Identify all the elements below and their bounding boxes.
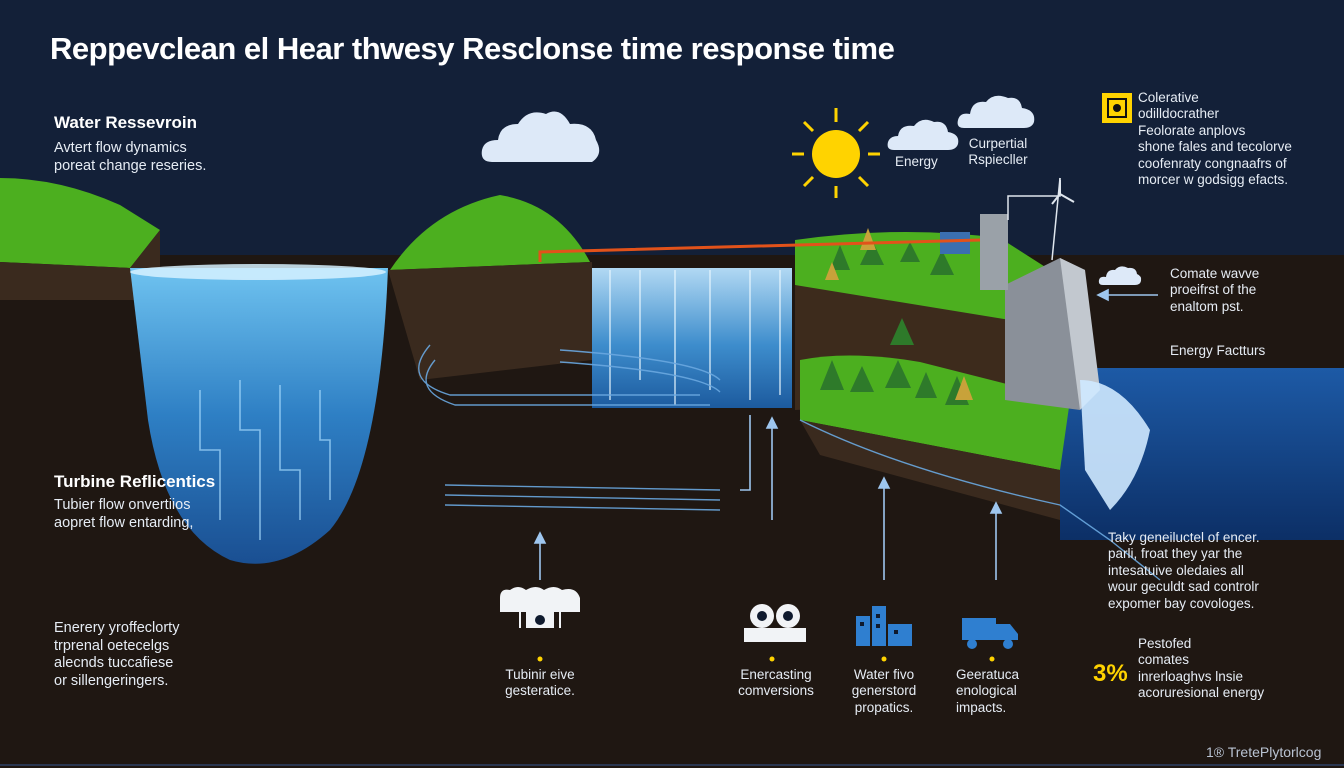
flow-arrows bbox=[533, 288, 1158, 580]
cloud-icon bbox=[481, 111, 600, 162]
cloud-icon bbox=[887, 119, 959, 150]
watermark: 1® TretePlytorlcog bbox=[1206, 744, 1322, 760]
reservoir-water bbox=[130, 268, 388, 564]
badge-icon bbox=[1102, 93, 1132, 123]
waterfall bbox=[592, 268, 792, 408]
percent-text: Pestofed comates inrerloaghvs lnsie acor… bbox=[1138, 636, 1265, 701]
control-house bbox=[940, 232, 970, 254]
lower-terrace-soil bbox=[800, 420, 1060, 520]
right-note: Taky geneiluctel of encer. parli, froat … bbox=[1108, 530, 1260, 611]
label-geerature: Geeratuca enological impacts. bbox=[956, 667, 1020, 715]
cloud-icon bbox=[957, 95, 1035, 128]
left-hill bbox=[0, 178, 160, 268]
turbine-heading: Turbine Reflicentics bbox=[54, 472, 216, 491]
percent-value: 3% bbox=[1093, 660, 1128, 687]
flow-lines bbox=[418, 344, 1161, 581]
callout-top-lines-1: Colerative odilldocrather Feolorate anpl… bbox=[1138, 90, 1292, 188]
powerhouse bbox=[980, 214, 1008, 290]
waterfall-streaks bbox=[609, 270, 781, 405]
reservoir-channels bbox=[199, 380, 331, 540]
sky-label-curpertial: Curpertial Rspiecller bbox=[968, 136, 1028, 168]
wind-turbine-icon bbox=[1051, 180, 1075, 205]
label-enercasting: Enercasting comversions bbox=[738, 667, 814, 699]
reservoir-surface bbox=[130, 264, 386, 280]
dam-face bbox=[1060, 258, 1100, 410]
sky-label-energy: Energy bbox=[895, 154, 938, 169]
climate-wave-text: Comate wavve proeifrst of the enaltom ps… bbox=[1170, 266, 1260, 314]
city-icon bbox=[856, 606, 912, 646]
page-title: Reppevclean el Hear thwesy Resclonse tim… bbox=[50, 31, 895, 66]
reservoir-text: Avtert flow dynamics poreat change reser… bbox=[54, 140, 207, 174]
gears-icon bbox=[744, 604, 806, 642]
cloud-icon bbox=[1098, 266, 1142, 285]
middle-hill-soil bbox=[388, 262, 592, 380]
energy-factors-label: Energy Factturs bbox=[1170, 343, 1266, 358]
penstock-pipe bbox=[538, 238, 981, 262]
turbine-text: Tubier flow onvertiios aopret flow entar… bbox=[54, 497, 194, 531]
label-turbine: Tubinir eive gesteratice. bbox=[505, 667, 575, 699]
energy-text: Enerery yroffeclorty trprenal oetecelgs … bbox=[54, 620, 180, 690]
label-water-flow: Water fivo generstord propatics. bbox=[851, 667, 917, 715]
turbine-icon bbox=[500, 587, 580, 628]
yellow-markers bbox=[537, 656, 995, 662]
spillway-water bbox=[1080, 380, 1150, 510]
sky-band bbox=[0, 0, 1344, 255]
sun-icon bbox=[792, 108, 880, 198]
left-hill-soil bbox=[0, 230, 160, 300]
truck-icon bbox=[962, 618, 1018, 649]
reservoir-heading: Water Ressevroin bbox=[54, 113, 197, 132]
wind-turbine-mast bbox=[1051, 177, 1061, 261]
